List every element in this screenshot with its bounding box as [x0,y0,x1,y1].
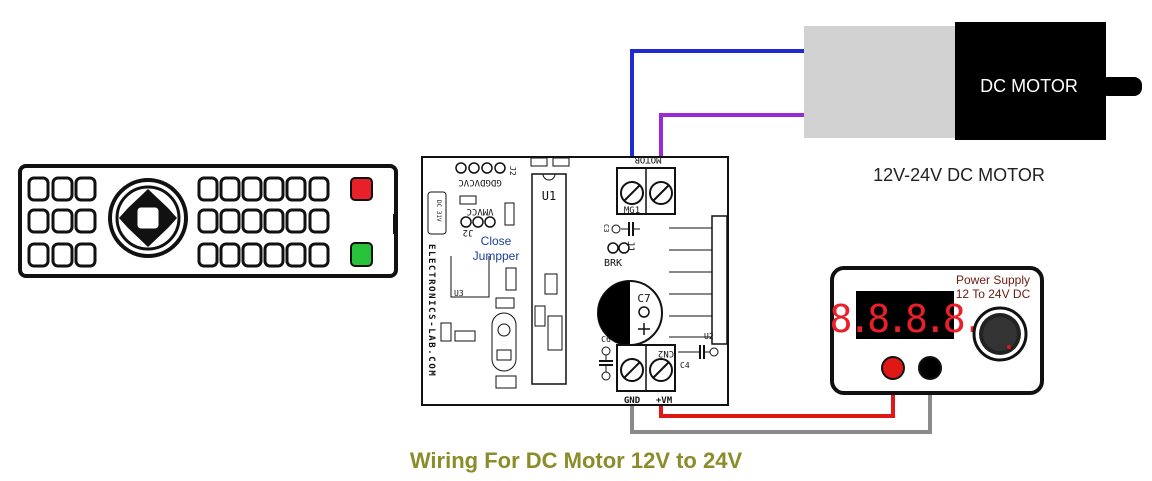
terminal-cn2 [616,344,676,392]
brk-label: BRK [604,258,622,269]
brand-vertical-text: ELECTRONICS-LAB.COM [426,244,436,377]
header-pins [455,162,506,174]
power-supply-title-line1: Power Supply [956,273,1030,287]
cap-c2 [547,315,563,351]
resistor-r2 [504,202,515,226]
remote-dpad-icon [108,178,188,258]
jumper-j1 [607,242,630,254]
mg1-label: MG1 [624,206,640,216]
cap-c4 [678,345,719,359]
resistor-r4 [534,305,546,327]
voltage-knob-icon [972,306,1028,362]
terminal-mg1 [616,167,676,215]
wire-purple [659,113,805,164]
controller-board: GDGDVCVC J2 DC 31V ELECTRONICS-LAB.COM V… [421,154,729,406]
j1-label: J1 [625,241,635,252]
jumper-label: VMVCC [466,206,493,216]
u1-label: U1 [542,189,556,203]
header-label: GDGDVCVC [458,177,501,187]
u3-label: U3 [454,289,464,298]
cn2-label: CN2 [658,348,674,358]
crystal-oscillator [491,312,517,372]
wire-blue [630,49,805,164]
remote-red-button [350,177,373,201]
jumper-note-line2: Jumpper [473,249,520,263]
remote-green-button [350,242,373,267]
header-ref: J2 [508,166,517,176]
diagram-caption: Wiring For DC Motor 12V to 24V [409,448,743,473]
resistor-r5 [454,330,476,342]
c6-label: C6 [601,335,611,344]
cap-c1 [505,267,517,291]
remote-left-keypad [27,176,97,268]
power-supply: Power Supply 12 To 24V DC 8.8.8.8. [829,266,1044,395]
output-terminal-positive [881,356,905,380]
motor-connector-label: MOTOR [634,154,662,164]
c7-label: C7 [637,292,650,305]
resistor-r6 [440,322,452,342]
cap-c6 [599,346,613,381]
seven-segment-display [856,291,954,339]
c4-label: C4 [680,361,690,370]
remote-control [18,164,398,278]
u2-label: U2 [704,332,714,341]
motor-label: DC MOTOR [980,76,1078,96]
output-terminal-negative [918,356,942,380]
resistor-top-1 [530,157,548,167]
dc-motor: DC MOTOR [804,22,1142,140]
wire-gray [630,372,932,434]
vm-label: +VM [656,396,673,406]
remote-right-keypad [197,176,330,268]
jumper-ref: J2 [463,227,474,237]
resistor-top-2 [552,157,570,167]
resistor-r3 [495,297,515,309]
u3-outline [450,256,490,298]
regulator-u2 [669,215,728,345]
motor-caption: 12V-24V DC MOTOR [873,165,1045,185]
cap-c7 [597,280,663,346]
resistor-r1 [495,375,517,389]
ic-left-side [427,191,447,235]
c3-label: C3 [602,224,610,232]
power-supply-title-line2: 12 To 24V DC [956,287,1031,301]
jumper-note-line1: Close [481,234,512,248]
ic-side-label: DC 31V [435,200,442,222]
cap-c5 [544,273,558,295]
display-readout: 8.8.8.8. [829,297,980,341]
cap-c3 [611,222,640,236]
jumper-j2: VMVCC J2 [459,195,496,237]
gnd-label: GND [624,396,641,406]
